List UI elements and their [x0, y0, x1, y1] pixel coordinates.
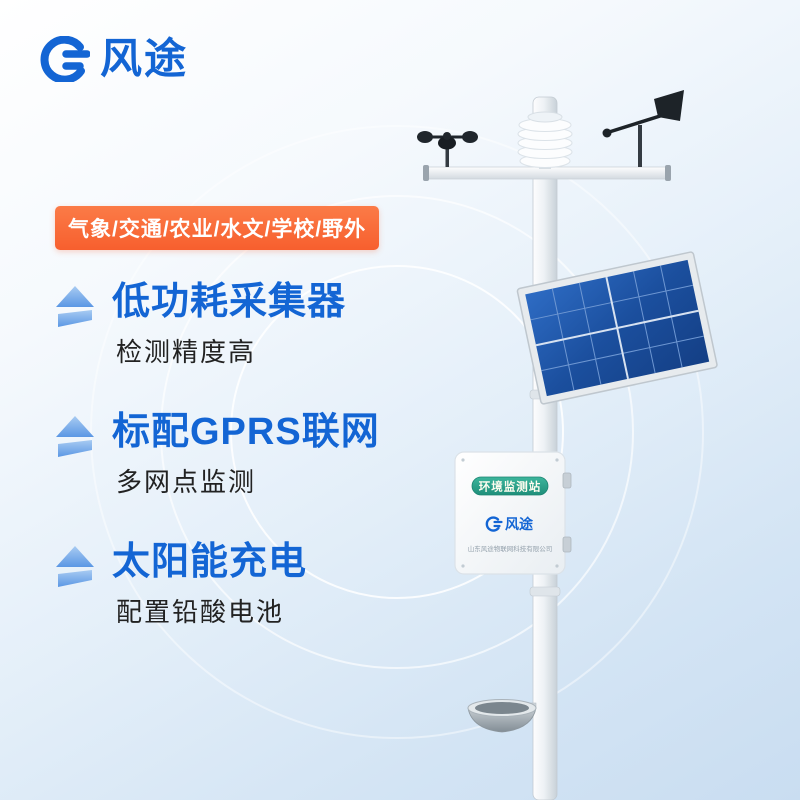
feature-title: 标配GPRS联网	[112, 411, 380, 453]
box-company-line: 山东风途物联网科技有限公司	[468, 544, 553, 553]
feature-item: 低功耗采集器 检测精度高	[56, 281, 347, 369]
wind-vane-icon	[602, 90, 684, 167]
brand-logo-icon	[40, 36, 90, 82]
brand-name: 风途	[100, 35, 189, 82]
box-brand-logo-icon	[485, 516, 500, 532]
feature-title: 低功耗采集器	[112, 281, 347, 323]
wind-speed-sensor-icon	[417, 131, 478, 167]
feature-text: 低功耗采集器 检测精度高	[112, 281, 347, 369]
control-box: 环境监测站 风途 山东风途物联网科技有限公司	[454, 451, 572, 575]
box-hinge	[562, 536, 572, 553]
up-arrow-icon	[56, 416, 94, 462]
rain-gauge-icon	[467, 699, 537, 733]
mounting-pole	[529, 96, 561, 800]
feature-subtitle: 检测精度高	[116, 336, 257, 367]
feature-item: 太阳能充电 配置铅酸电池	[56, 541, 308, 629]
category-badge: 气象/交通/农业/水文/学校/野外	[55, 206, 380, 250]
radiation-shield-icon	[517, 111, 573, 169]
feature-subtitle: 多网点监测	[116, 466, 257, 497]
feature-text: 标配GPRS联网 多网点监测	[112, 411, 380, 499]
feature-title: 太阳能充电	[112, 541, 308, 583]
box-hinge	[562, 472, 572, 489]
box-label-plate	[471, 476, 549, 496]
weather-station-illustration: 环境监测站 风途 山东风途物联网科技有限公司	[417, 90, 718, 800]
feature-item: 标配GPRS联网 多网点监测	[56, 411, 380, 499]
box-brand-logo: 风途	[485, 516, 534, 532]
feature-subtitle: 配置铅酸电池	[116, 596, 285, 627]
brand-logo: 风途	[40, 36, 188, 82]
up-arrow-icon	[56, 546, 94, 592]
box-brand-name: 风途	[505, 516, 534, 532]
feature-text: 太阳能充电 配置铅酸电池	[112, 541, 308, 629]
box-label: 环境监测站	[479, 480, 542, 494]
up-arrow-icon	[56, 286, 94, 332]
